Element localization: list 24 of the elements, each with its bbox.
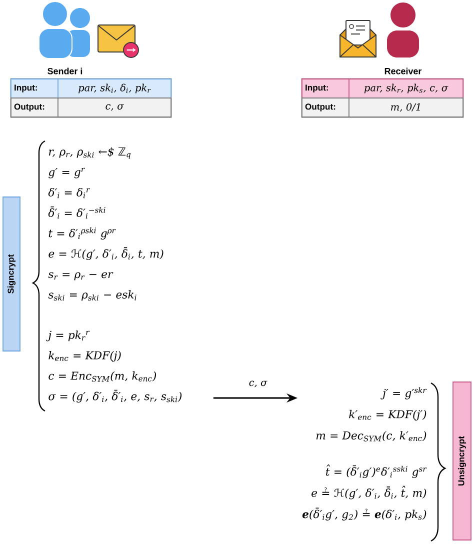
table-cell: Output: — [10, 98, 58, 118]
equation: j′ = g′$^{skr}$ — [380, 387, 427, 400]
equation: s$_{ski}$ = ρ$_{ski}$ − esk$_{i}$ — [48, 290, 136, 301]
table-cell: Input: — [10, 78, 58, 98]
equation: c = Enc$_{SYM}$(m, k$_{enc}$) — [48, 371, 156, 382]
table-cell: Input: — [302, 78, 350, 98]
equation: s$_{r}$ = ρ$_{r}$ − er — [48, 272, 114, 280]
equation: t̂ = (δ̄′$_{i}$g′)$^{e}$δ′$_{i}$$^{sski}$ g$^{sr}$ — [326, 464, 427, 478]
equation: m = Dec$_{SYM}$(c, k′$_{enc}$) — [316, 431, 426, 442]
equation: σ = (g′, δ′$_{i}$, δ̄′$_{i}$, e, s$_{r}$, s$_{ski}$) — [48, 390, 182, 403]
table-cell: Output: — [302, 98, 350, 118]
equation: k$_{enc}$ = KDF(j) — [48, 351, 121, 362]
equation: k′$_{enc}$ = KDF(j′) — [349, 410, 426, 421]
table-heading: Receiver — [384, 68, 422, 74]
equation: g′ = g$^{r}$ — [48, 168, 85, 178]
equation: t = δ′$_{i}$$^{ρski}$ g$^{ρr}$ — [48, 227, 116, 240]
phase-band: Unsigncrypt — [452, 382, 472, 540]
table-heading: Sender i — [48, 68, 82, 74]
equation: e(δ̄′$_{i}$g′, g$_{2}$) ≟ e(δ′$_{i}$, pk$_{s}$) — [302, 508, 426, 520]
equation: e ≟ ℋ(g′, δ′$_{i}$, δ̄$_{i}$, t̂, m) — [312, 486, 426, 500]
phase-band: Signcrypt — [2, 196, 20, 352]
equation: r, ρ$_{r}$, ρ$_{ski}$ ←$ ℤ$_{q}$ — [48, 147, 131, 159]
edge-label: c, σ — [247, 379, 269, 389]
equation: e = ℋ(g′, δ′$_{i}$, δ̄$_{i}$, t, m) — [48, 247, 164, 260]
